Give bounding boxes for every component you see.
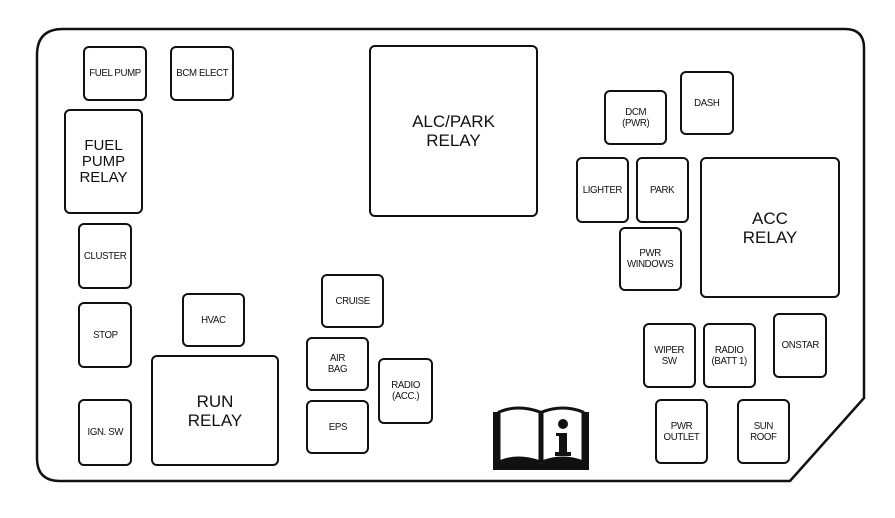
- fuse-label: EPS: [328, 420, 347, 433]
- owner-manual-info-icon: [493, 406, 589, 470]
- fuse-ign-sw[interactable]: IGN. SW: [78, 399, 132, 466]
- relay-label: ACC RELAY: [742, 208, 798, 247]
- fuse-bcm-elect[interactable]: BCM ELECT: [170, 46, 234, 101]
- fuse-sun-roof[interactable]: SUN ROOF: [737, 399, 790, 464]
- fuse-lighter[interactable]: LIGHTER: [576, 157, 629, 223]
- fuse-label: PWR OUTLET: [663, 419, 700, 443]
- fuse-eps[interactable]: EPS: [306, 400, 369, 454]
- fuse-label: RADIO (BATT 1): [711, 343, 748, 367]
- fuse-label: STOP: [92, 328, 118, 341]
- fuse-label: DCM (PWR): [621, 105, 650, 129]
- fuse-label: BCM ELECT: [176, 67, 228, 79]
- fuse-fuel-pump[interactable]: FUEL PUMP: [83, 46, 147, 101]
- fuse-label: CRUISE: [335, 294, 370, 307]
- fuse-label: RADIO (ACC.): [391, 379, 420, 402]
- panel-border: [35, 27, 866, 483]
- fuse-radio-acc[interactable]: RADIO (ACC.): [378, 358, 433, 424]
- fuse-dcm-pwr[interactable]: DCM (PWR): [604, 90, 667, 145]
- fuse-label: IGN. SW: [87, 426, 123, 438]
- relay-fuel-pump[interactable]: FUEL PUMP RELAY: [64, 109, 143, 214]
- fuse-label: PARK: [650, 183, 675, 196]
- fuse-label: WIPER SW: [654, 343, 685, 367]
- fuse-dash[interactable]: DASH: [680, 71, 734, 135]
- fuse-label: AIR BAG: [327, 352, 348, 375]
- fuse-label: LIGHTER: [582, 183, 623, 196]
- fuse-pwr-windows[interactable]: PWR WINDOWS: [619, 227, 682, 291]
- fuse-hvac[interactable]: HVAC: [182, 293, 245, 347]
- fuse-onstar[interactable]: ONSTAR: [773, 313, 827, 378]
- fuse-label: CLUSTER: [83, 249, 127, 262]
- relay-label: FUEL PUMP RELAY: [79, 136, 128, 186]
- relay-label: ALC/PARK RELAY: [412, 112, 495, 150]
- fuse-wiper-sw[interactable]: WIPER SW: [643, 323, 696, 388]
- fuse-cruise[interactable]: CRUISE: [321, 274, 384, 328]
- fuse-radio-batt1[interactable]: RADIO (BATT 1): [703, 323, 756, 388]
- fuse-stop[interactable]: STOP: [78, 302, 132, 368]
- fuse-air-bag[interactable]: AIR BAG: [306, 337, 369, 391]
- fuse-park[interactable]: PARK: [636, 157, 689, 223]
- relay-label: RUN RELAY: [187, 391, 243, 430]
- fuse-label: SUN ROOF: [750, 419, 777, 443]
- relay-alc-park[interactable]: ALC/PARK RELAY: [369, 45, 538, 217]
- relay-run[interactable]: RUN RELAY: [151, 355, 279, 466]
- fuse-label: HVAC: [201, 313, 226, 326]
- fuse-label: PWR WINDOWS: [627, 247, 674, 270]
- fuse-label: DASH: [694, 96, 720, 109]
- fuse-label: ONSTAR: [781, 339, 819, 351]
- relay-acc[interactable]: ACC RELAY: [700, 157, 840, 298]
- fuse-cluster[interactable]: CLUSTER: [78, 223, 132, 289]
- fuse-label: FUEL PUMP: [89, 67, 141, 79]
- fuse-pwr-outlet[interactable]: PWR OUTLET: [655, 399, 708, 464]
